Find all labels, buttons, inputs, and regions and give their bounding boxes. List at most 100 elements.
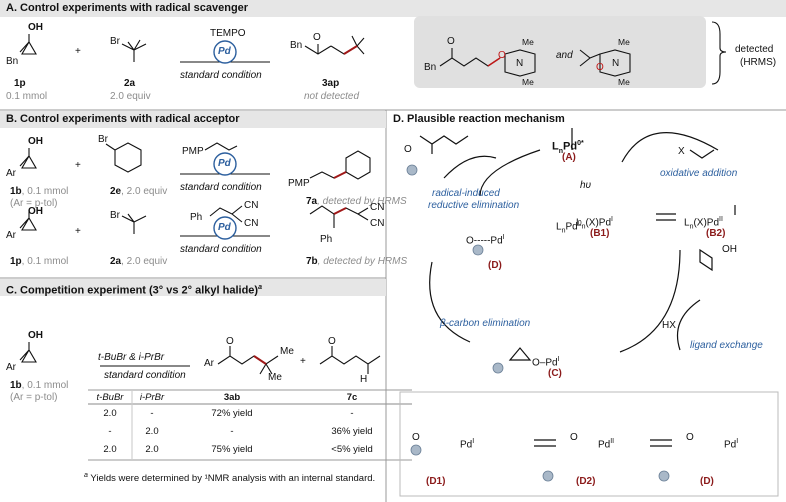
c-3ab-ar: Ar: [204, 358, 214, 369]
a-box-o2: O: [498, 50, 506, 61]
a-brace: [711, 21, 727, 85]
c-r1-c1: -: [150, 408, 154, 419]
d-arrow-red-elim: [479, 149, 541, 197]
b-ar-1: Ar: [6, 168, 16, 179]
d-ball-d3: [658, 470, 670, 482]
b-1p-line: 1p, 0.1 mmol: [10, 256, 69, 267]
a-and: and: [556, 50, 573, 61]
a-2a-label: 2a: [124, 78, 136, 89]
a-1p-bn-bond: [19, 41, 30, 53]
c-r3-c0: 2.0: [103, 444, 117, 455]
c-r1-c2: 72% yield: [211, 408, 253, 419]
section-d-title: D. Plausible reaction mechanism: [393, 113, 565, 125]
c-7c-chain: [319, 346, 381, 374]
c-oh: OH: [28, 330, 43, 341]
b-oh-1: OH: [28, 136, 43, 147]
a-box-me1: Me: [522, 37, 534, 47]
b-1b-note: (Ar = p-tol): [10, 198, 58, 209]
d-pd0: LnPd0: [556, 220, 582, 235]
b-2a-line: 2a, 2.0 equiv: [110, 256, 168, 267]
a-3ap-o: O: [313, 32, 321, 43]
b-2e-ring: [105, 142, 142, 173]
a-tempo-label: TEMPO: [210, 28, 246, 39]
d-bottom-box: [399, 391, 779, 497]
a-box-tbu: [579, 49, 601, 67]
d-eq-pd2: PdII: [598, 438, 615, 451]
a-br-label: Br: [110, 36, 120, 47]
c-r1-c0: 2.0: [103, 408, 117, 419]
b-oh-2: OH: [28, 206, 43, 217]
section-c-title-sup: a: [258, 284, 262, 291]
c-condition: standard condition: [104, 370, 186, 381]
a-bn-label: Bn: [6, 56, 19, 67]
b-1b-ring: [21, 154, 37, 169]
d-ball-d1: [410, 444, 422, 456]
c-r2-c3: 36% yield: [331, 426, 373, 437]
section-c-title: C. Competition experiment (3° vs 2° alky…: [6, 284, 259, 297]
b-ylidene-ph: Ph: [190, 212, 203, 223]
b-br-1: Br: [98, 134, 108, 145]
b-1b-bonds: [19, 148, 30, 167]
c-reagents: t-BuBr & i-PrBr: [98, 352, 165, 363]
c-r3-c2: 75% yield: [211, 444, 253, 455]
d-c-pd: O–PdI: [532, 356, 560, 369]
a-3ap-note: not detected: [304, 91, 360, 102]
d-c-label: (C): [548, 368, 562, 379]
b-7b-cn1: CN: [370, 202, 385, 213]
c-r3-c1: 2.0: [145, 444, 159, 455]
c-1b-ring: [19, 342, 37, 363]
c-3ab-me1: Me: [280, 346, 294, 357]
d-eq-pd3: PdI: [724, 438, 739, 451]
a-box-n1: N: [516, 58, 524, 69]
a-box-ring1: [504, 49, 536, 77]
d-ball-d2: [542, 470, 554, 482]
c-3ab-red-bond: [253, 355, 267, 365]
b-7b-ph: Ph: [320, 234, 333, 245]
a-detected: detected: [735, 44, 774, 55]
section-c-header: C. Competition experiment (3° vs 2° alky…: [0, 279, 386, 297]
a-condition: standard condition: [180, 70, 262, 81]
b-br-2: Br: [110, 210, 120, 221]
a-detected-box: [414, 16, 706, 88]
a-box-me4: Me: [618, 77, 630, 87]
d-d-pd: O-----PdI: [466, 234, 505, 247]
a-box-me3: Me: [618, 37, 630, 47]
a-box-bn: Bn: [424, 62, 437, 73]
c-plus: +: [300, 356, 306, 367]
a-box-n2: N: [612, 58, 620, 69]
d-product-o: O: [404, 144, 412, 155]
b-condition-1: standard condition: [180, 182, 262, 193]
d-arrow-ox-add: [621, 132, 719, 163]
b-plus-2: +: [75, 226, 81, 237]
d-lig-ex-curve: [676, 299, 701, 351]
b-ar-2: Ar: [6, 230, 16, 241]
d-b1-label: (B1): [590, 228, 610, 239]
c-3ab-o: O: [226, 336, 234, 347]
c-ar: Ar: [6, 362, 16, 373]
d-b2-label: (B2): [706, 228, 726, 239]
a-3ap-label: 3ap: [322, 78, 340, 89]
b-7b-red-bond: [333, 207, 347, 215]
a-1p-ring: [21, 40, 37, 55]
a-plus: +: [75, 46, 81, 57]
d-arrow-lig-ex: [619, 249, 681, 353]
b-pmp-alkene: [204, 142, 238, 151]
d-ox-add: oxidative addition: [660, 168, 738, 179]
d-oh: OH: [722, 244, 737, 255]
a-2a-amount: 2.0 equiv: [110, 91, 151, 102]
b-pd-1: Pd: [218, 158, 231, 169]
b-7b-line: 7b, detected by HRMS: [306, 256, 408, 267]
d-red-elim2: reductive elimination: [428, 200, 520, 211]
a-1p-label: 1p: [14, 78, 26, 89]
d-eq-o2: O: [570, 432, 578, 443]
b-7a-line: 7a, detected by HRMS: [306, 196, 407, 207]
b-7a-pmp: PMP: [288, 178, 310, 189]
b-plus-1: +: [75, 160, 81, 171]
d-x: X: [678, 146, 685, 157]
d-eq-d1: (D1): [426, 476, 446, 487]
c-footnote: a Yields were determined by ¹NMR analysi…: [84, 472, 376, 485]
d-b1: Ln(X)PdI: [576, 216, 613, 231]
section-b-title: B. Control experiments with radical acce…: [6, 113, 240, 125]
a-pd-circle: [213, 40, 237, 64]
